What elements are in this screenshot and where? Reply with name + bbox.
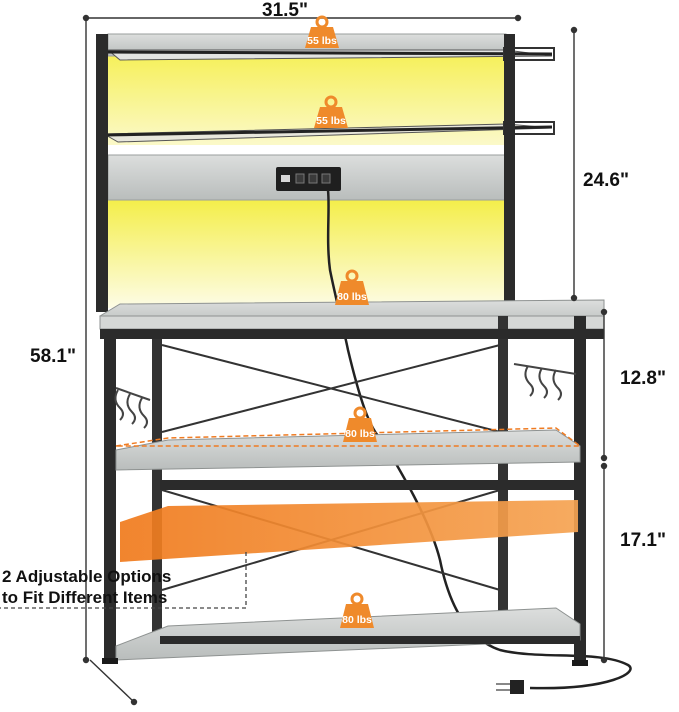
middle-shelf <box>115 429 581 471</box>
width-dimension: 31.5" <box>262 0 308 21</box>
weight-icon: 80 lbs <box>335 269 369 305</box>
hutch-height-dimension: 24.6" <box>583 170 629 191</box>
plug <box>510 680 524 694</box>
hutch-post-right <box>504 34 515 312</box>
weight-icon: 55 lbs <box>305 15 339 48</box>
hooks-left <box>114 387 151 429</box>
weight-label-middle: 80 lbs <box>345 428 375 440</box>
callout-line-1: 2 Adjustable Options <box>2 567 172 586</box>
adjustable-shelf-option <box>120 500 578 562</box>
leg-front-left <box>104 330 116 660</box>
weight-icon: 55 lbs <box>314 95 348 128</box>
weight-label-top: 55 lbs <box>307 35 337 47</box>
upper-gap-dimension: 12.8" <box>620 368 666 389</box>
total-height-dimension: 58.1" <box>30 346 76 367</box>
adjustable-options-callout: 2 Adjustable Options to Fit Different It… <box>2 566 171 608</box>
callout-line-2: to Fit Different Items <box>2 588 168 607</box>
leg-back-right <box>498 316 508 638</box>
weight-label-bottom: 80 lbs <box>342 614 372 626</box>
weight-label-second: 55 lbs <box>316 115 346 127</box>
leg-back-left <box>152 330 162 650</box>
weight-icon: 80 lbs <box>340 592 374 628</box>
dimension-lines <box>82 14 608 706</box>
hooks-right <box>513 363 577 401</box>
leg-front-right <box>574 316 586 666</box>
hutch-post-left <box>96 34 108 312</box>
led-glow-lower <box>108 200 506 308</box>
outlet-3 <box>321 173 331 184</box>
outlet-1 <box>295 173 305 184</box>
outlet-2 <box>308 173 318 184</box>
weight-label-countertop: 80 lbs <box>337 291 367 303</box>
usb-port <box>281 175 290 182</box>
lower-gap-dimension: 17.1" <box>620 530 666 551</box>
weight-icon: 80 lbs <box>343 406 377 442</box>
callout-leader <box>0 552 247 609</box>
